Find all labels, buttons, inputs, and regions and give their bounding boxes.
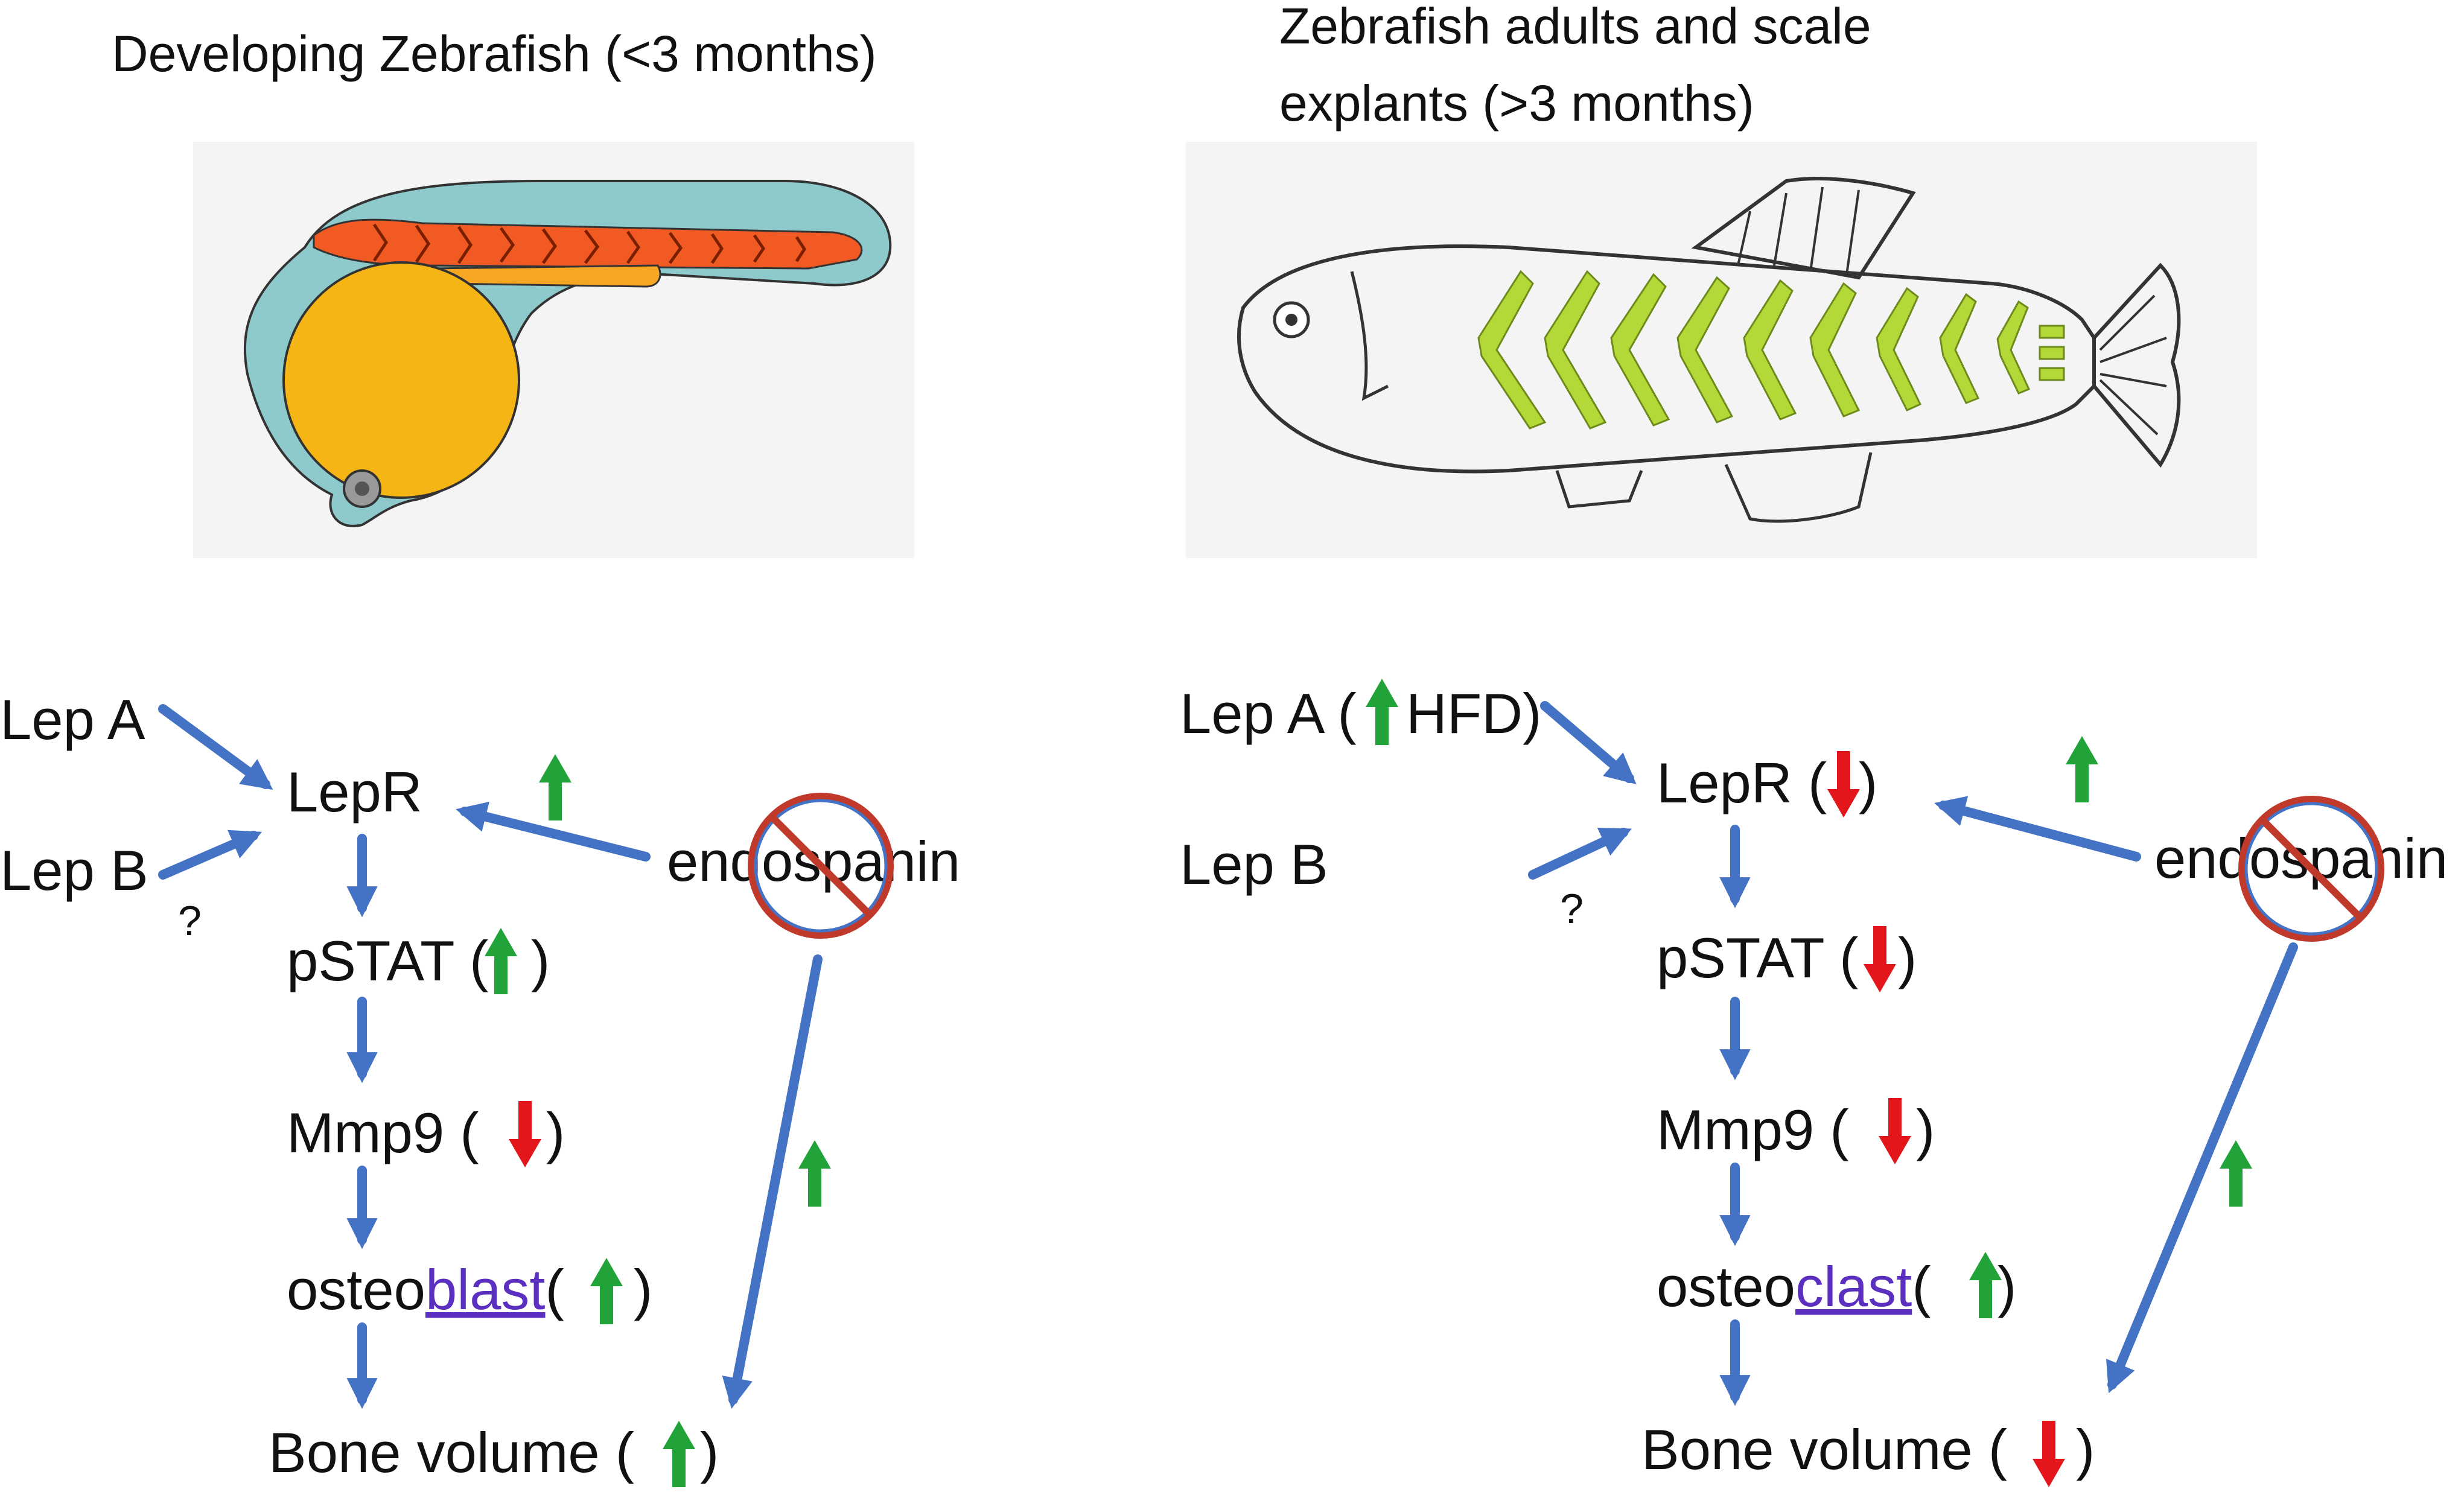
bone-volume-close: )	[2076, 1418, 2095, 1481]
flow-arrow	[1934, 796, 2141, 862]
osteo-prefix: osteo	[287, 1258, 425, 1321]
up-arrow-icon	[2220, 1140, 2252, 1207]
right-pathway: Lep A ( HFD) Lep B ? LepR ( ) endospanin…	[1180, 679, 2448, 1487]
lep-b-label: Lep B	[1180, 833, 1328, 896]
pstat-label: pSTAT (	[287, 929, 488, 992]
osteo-close: )	[634, 1258, 652, 1321]
lep-a-hfd-label: HFD)	[1406, 682, 1542, 745]
mmp9-close: )	[546, 1101, 565, 1164]
up-arrow-icon	[485, 928, 517, 994]
up-arrow-icon	[1969, 1252, 2002, 1318]
osteoclast-label: osteoclast(	[1657, 1255, 1931, 1318]
pstat-label: pSTAT (	[1657, 926, 1858, 989]
prohibition-icon	[748, 793, 894, 939]
up-arrow-icon	[798, 1140, 831, 1207]
lep-a-label: Lep A (	[1180, 682, 1357, 745]
flow-arrow	[158, 830, 263, 880]
flow-arrow	[2106, 942, 2298, 1394]
up-arrow-icon	[2066, 736, 2098, 802]
up-arrow-icon	[663, 1421, 695, 1487]
flow-arrow	[456, 801, 651, 862]
down-arrow-icon	[1864, 926, 1896, 992]
osteo-open: (	[546, 1258, 564, 1321]
down-arrow-icon	[1827, 751, 1860, 817]
lepr-close: )	[1859, 751, 1877, 814]
bone-volume-label: Bone volume (	[269, 1421, 634, 1484]
osteoclast-link[interactable]: clast	[1795, 1255, 1912, 1318]
question-mark: ?	[1560, 885, 1584, 932]
lep-b-label: Lep B	[0, 839, 148, 902]
osteoblast-label: osteoblast(	[287, 1258, 564, 1321]
down-arrow-icon	[509, 1101, 541, 1167]
osteo-close: )	[1998, 1255, 2016, 1318]
up-arrow-icon	[590, 1258, 623, 1324]
flow-arrow	[1528, 827, 1632, 880]
bone-volume-label: Bone volume (	[1641, 1418, 2007, 1481]
flow-arrow	[722, 954, 823, 1409]
flow-arrow	[1540, 701, 1637, 784]
prohibition-icon	[2238, 796, 2384, 942]
right-panel-title-line-1: Zebrafish adults and scale	[1279, 0, 1871, 54]
pstat-close: )	[531, 929, 550, 992]
lep-a-label: Lep A	[0, 688, 145, 751]
lepr-label: LepR (	[1657, 751, 1827, 814]
bone-volume-close: )	[700, 1421, 719, 1484]
down-arrow-icon	[1879, 1098, 1911, 1164]
adult-zebrafish-illustration	[1186, 142, 2257, 558]
left-panel-title: Developing Zebrafish (<3 months)	[112, 25, 877, 82]
larval-zebrafish-illustration	[193, 142, 914, 558]
lepr-label: LepR	[287, 760, 422, 824]
flow-arrow	[158, 704, 273, 790]
right-panel-title-line-2: explants (>3 months)	[1279, 75, 1754, 132]
pstat-close: )	[1898, 926, 1917, 989]
down-arrow-icon	[2033, 1421, 2065, 1487]
up-arrow-icon	[539, 754, 571, 820]
osteoblast-link[interactable]: blast	[425, 1258, 546, 1321]
osteo-prefix: osteo	[1657, 1255, 1795, 1318]
mmp9-label: Mmp9 (	[287, 1101, 479, 1164]
mmp9-close: )	[1916, 1098, 1935, 1161]
mmp9-label: Mmp9 (	[1657, 1098, 1849, 1161]
left-pathway: Lep A Lep B ? LepR endospanin pSTAT ( ) …	[0, 688, 960, 1487]
up-arrow-icon	[1366, 679, 1398, 745]
osteo-open: (	[1912, 1255, 1931, 1318]
question-mark: ?	[178, 897, 202, 944]
